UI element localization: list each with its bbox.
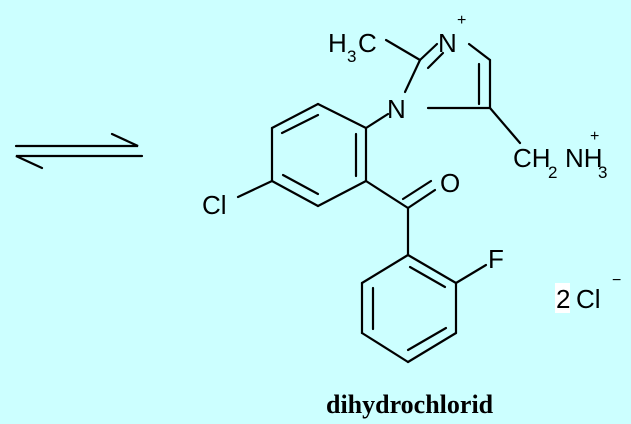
reverse-arrow: [15, 154, 144, 170]
ketone-bridge: [364, 179, 437, 257]
oxygen-label: O: [440, 168, 460, 198]
ring-nitrogen-label: N: [387, 94, 406, 124]
imidazolium-ring: [364, 38, 522, 145]
ch-label: CH: [513, 143, 551, 173]
chlorine-label: Cl: [202, 190, 227, 220]
forward-arrow: [14, 132, 139, 148]
bond: [364, 179, 410, 210]
aryl-nitrogen-bond: [364, 112, 390, 130]
methyl-label: H 3 C: [328, 28, 377, 66]
ch-subscript: 2: [548, 163, 557, 182]
counterion-negative-charge: −: [612, 272, 621, 289]
bond: [360, 331, 410, 364]
bond: [467, 42, 492, 62]
carbonyl-double-bond: [401, 179, 433, 201]
bond: [403, 58, 422, 94]
chlorine-bond: [236, 179, 274, 199]
carbonyl-double-bond: [406, 188, 437, 210]
counterion-count: 2: [556, 284, 570, 314]
methyl-c: C: [358, 28, 377, 58]
methyl-bond: [384, 38, 422, 62]
counterion-label: 2 Cl −: [555, 272, 621, 314]
equilibrium-arrows: [14, 132, 144, 170]
inner-double-bond: [406, 326, 448, 352]
inner-double-bond: [281, 173, 320, 196]
bond: [406, 253, 458, 285]
ammonium-positive-charge: +: [590, 128, 599, 145]
bond: [316, 179, 368, 208]
nh-subscript: 3: [598, 163, 607, 182]
imine-nitrogen-label: N: [438, 28, 457, 58]
bond: [406, 331, 458, 364]
counterion-symbol: Cl: [576, 284, 601, 314]
nh-label: NH: [565, 143, 603, 173]
methyl-subscript: 3: [347, 47, 356, 66]
imine-double-bond: [426, 51, 445, 70]
inner-double-bond: [280, 113, 320, 135]
bond: [418, 42, 439, 62]
fluorine-label: F: [488, 244, 504, 274]
salt-form-caption: dihydrochlorid: [326, 390, 494, 419]
fluorine-bond: [454, 263, 488, 285]
label-backdrop: [555, 283, 570, 313]
aminomethyl-label: CH 2 NH 3 +: [513, 128, 607, 182]
bond: [270, 179, 320, 208]
methyl-h: H: [328, 28, 347, 58]
inner-double-bond: [408, 265, 447, 289]
fluorophenyl-ring: [360, 253, 488, 364]
imine-positive-charge: +: [457, 12, 466, 29]
bond: [360, 253, 410, 285]
aminomethyl-bond: [488, 106, 522, 145]
chlorophenyl-ring: [236, 102, 368, 208]
bond: [270, 102, 320, 130]
bond: [316, 102, 368, 130]
